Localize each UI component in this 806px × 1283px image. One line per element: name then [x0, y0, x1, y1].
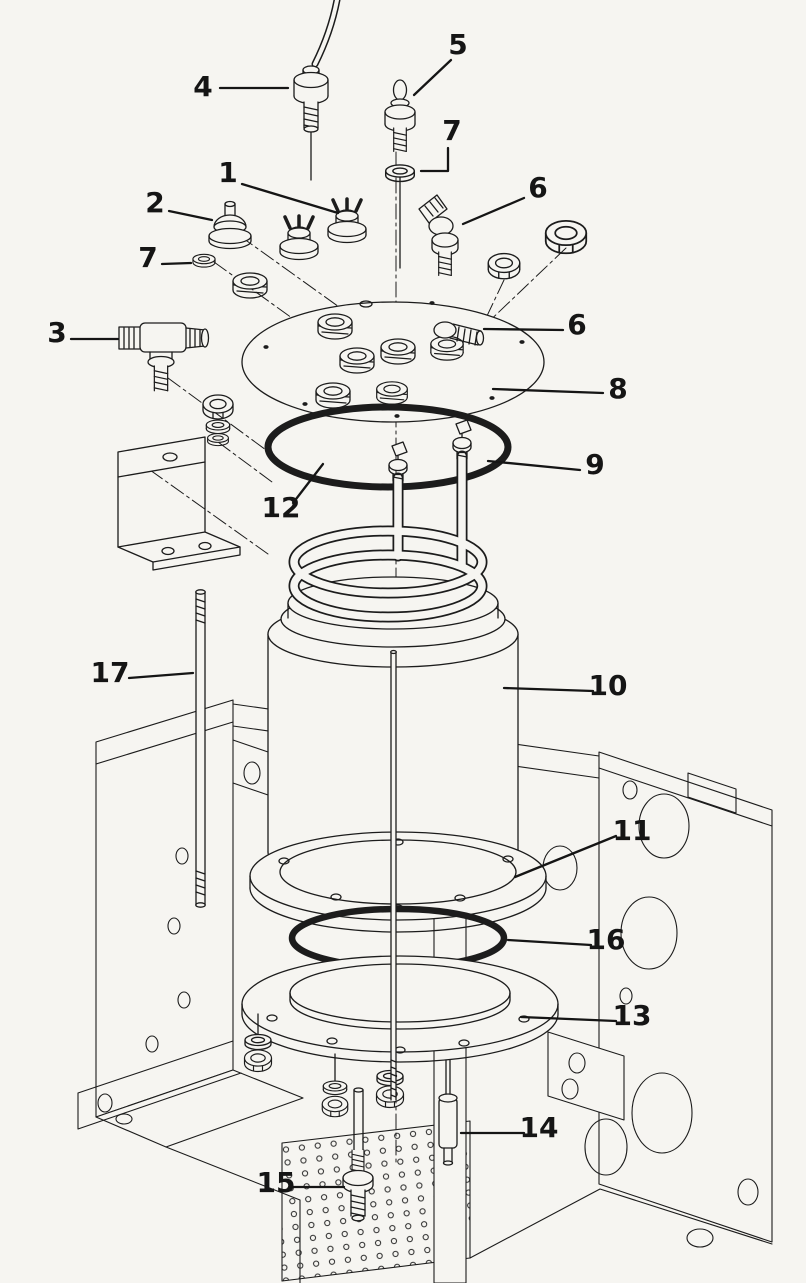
washer-7-left: [192, 253, 268, 299]
leader-boiler-flange: [513, 834, 618, 879]
leader-washer-left: [160, 261, 193, 266]
callout-o-ring-upper-label: 12: [262, 491, 301, 524]
leader-mounting-plate: [519, 1015, 618, 1023]
callout-boiler-body-label: 10: [589, 669, 628, 702]
leader-o-ring-upper: [291, 462, 325, 505]
right-panel: [598, 751, 773, 1243]
tee-fitting-3: [118, 322, 210, 392]
mounting-plate-13: [241, 955, 559, 1063]
callout-straight-fitting-label: 6: [567, 308, 586, 341]
temperature-probe-5: [384, 79, 416, 269]
leader-elbow-fitting: [461, 196, 526, 226]
callout-level-probe-label: 14: [520, 1111, 559, 1144]
boiler-flange-11: [249, 831, 547, 933]
leader-o-ring-lower: [506, 938, 593, 947]
pressure-stat-2: [208, 200, 252, 250]
lock-nuts: [487, 219, 588, 280]
callout-labels: 5 4 7 1 6 2 7 6 3 8 9 12 17 10 11 16 13 …: [47, 28, 651, 1199]
leader-tie-rod: [127, 671, 195, 680]
callout-pressure-stat-label: 2: [145, 186, 164, 219]
level-probe-14: [438, 1059, 458, 1166]
rivet-holes: [263, 301, 525, 418]
leader-top-plate: [491, 387, 605, 395]
callout-washer-upper-label: 7: [442, 114, 461, 147]
straight-fitting-6: [430, 321, 485, 361]
callout-thermostat-label: 1: [218, 156, 237, 189]
mounting-bracket: [117, 436, 241, 571]
callout-mounting-plate-label: 13: [613, 999, 652, 1032]
leader-pressure-stat: [167, 209, 214, 222]
stud-nut-washers: [202, 394, 234, 447]
center-stud: [390, 649, 397, 1101]
leader-thermostat: [240, 182, 340, 215]
callout-heating-element-label: 9: [585, 448, 604, 481]
leader-washer-upper: [419, 146, 450, 173]
o-ring-12: [264, 403, 512, 491]
callout-tee-fitting-label: 3: [47, 316, 66, 349]
callout-boiler-flange-label: 11: [613, 814, 652, 847]
callout-top-plate-label: 8: [608, 372, 627, 405]
callout-drain-fitting-label: 15: [257, 1166, 296, 1199]
callout-leaders: [69, 58, 618, 1189]
boiler-top-plate-8: [241, 300, 545, 423]
bottom-hardware: [243, 1013, 405, 1118]
callout-tie-rod-label: 17: [91, 656, 130, 689]
callout-temperature-probe-label: 5: [448, 28, 467, 61]
leader-boiler-body: [502, 686, 595, 693]
leader-straight-fitting: [482, 327, 565, 332]
left-panel: [95, 699, 234, 1118]
callout-o-ring-lower-label: 16: [587, 923, 626, 956]
tie-rod-17: [195, 589, 206, 908]
heating-element-9: [288, 419, 488, 623]
leader-heating-element: [486, 459, 582, 472]
leader-temperature-probe: [412, 58, 453, 97]
drain-fitting-15: [342, 1087, 374, 1222]
elbow-fitting-6: [418, 194, 459, 276]
cable-gland-4: [293, 0, 341, 181]
callout-cable-gland-label: 4: [193, 70, 212, 103]
chassis-frame: [77, 699, 773, 1283]
callout-elbow-fitting-label: 6: [528, 171, 547, 204]
callout-washer-left-label: 7: [138, 241, 157, 274]
